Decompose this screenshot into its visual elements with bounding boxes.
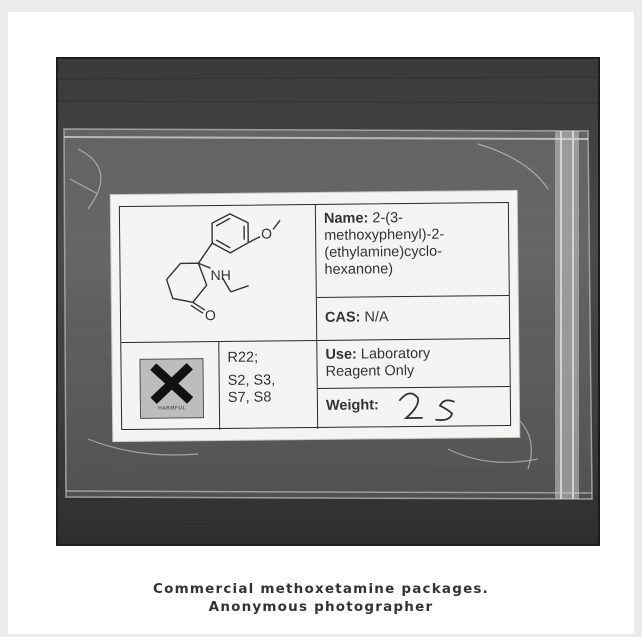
- label-grid: O NH O Name: 2-(3-methoxyphenyl)-2-(ethy…: [118, 201, 512, 432]
- name-line-4: hexanone): [324, 261, 394, 278]
- use-title: Use:: [325, 346, 357, 363]
- use-cell: Use: Laboratory Reagent Only: [317, 338, 510, 389]
- x-cross-icon: [150, 363, 194, 404]
- hazard-caption: HARMFUL: [158, 405, 186, 412]
- caption-line-1: Commercial methoxetamine packages.: [153, 581, 489, 597]
- code-line-3: S7, S8: [227, 389, 272, 406]
- molecule-structure-icon: O NH O: [165, 213, 281, 323]
- name-cell: Name: 2-(3-methoxyphenyl)-2-(ethylamine)…: [315, 202, 509, 298]
- weight-cell: Weight:: [318, 387, 510, 429]
- cas-cell: CAS: N/A: [316, 295, 510, 341]
- product-label: O NH O Name: 2-(3-methoxyphenyl)-2-(ethy…: [110, 190, 520, 442]
- code-line-2: S2, S3,: [227, 372, 276, 389]
- weight-title: Weight:: [325, 397, 379, 414]
- handwritten-weight: [398, 392, 455, 421]
- photo: O NH O Name: 2-(3-methoxyphenyl)-2-(ethy…: [56, 57, 600, 546]
- cas-title: CAS:: [324, 309, 361, 326]
- chemical-name: Name: 2-(3-methoxyphenyl)-2-(ethylamine)…: [324, 209, 475, 279]
- use-line-1: Laboratory: [360, 345, 431, 363]
- amine-nh-atom: NH: [210, 267, 230, 283]
- carbonyl-o-atom: O: [205, 307, 216, 323]
- cas-value: N/A: [364, 309, 389, 326]
- name-line-2: methoxyphenyl)-2-: [324, 226, 445, 244]
- risk-codes-cell: R22; S2, S3, S7, S8: [219, 340, 319, 430]
- name-title: Name:: [323, 210, 369, 227]
- name-line-3: (ethylamine)cyclo-: [324, 243, 443, 261]
- code-line-1: R22;: [227, 349, 259, 366]
- caption-line-2: Anonymous photographer: [208, 599, 434, 615]
- structure-cell: O NH O: [119, 204, 318, 344]
- name-line-1: 2-(3-: [372, 210, 404, 227]
- methoxy-o-atom: O: [261, 225, 272, 241]
- harmful-x-icon: HARMFUL: [139, 358, 205, 419]
- hazard-cell: HARMFUL: [121, 342, 221, 432]
- use-line-2: Reagent Only: [325, 362, 415, 380]
- figure-caption: Commercial methoxetamine packages. Anony…: [0, 580, 642, 616]
